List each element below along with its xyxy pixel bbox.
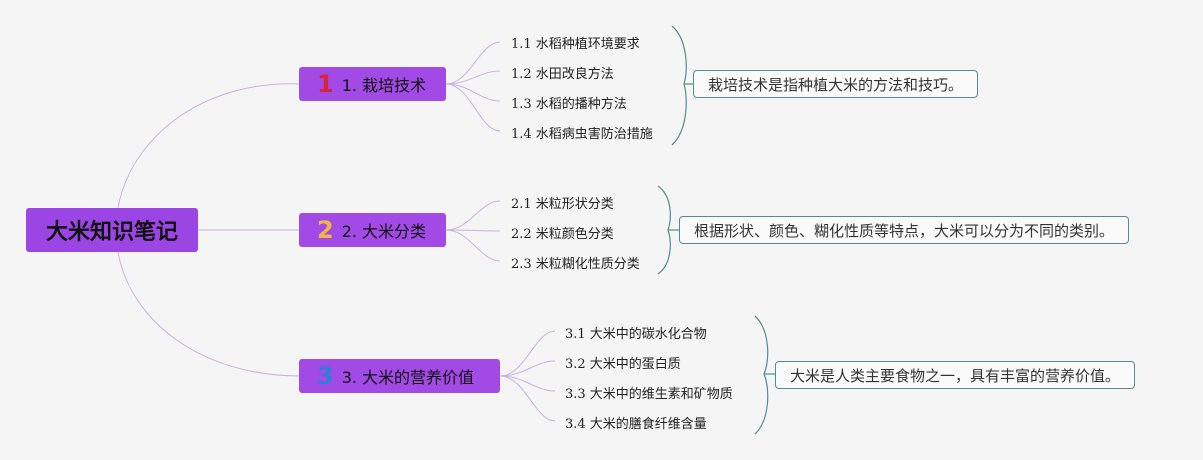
- connector-b1-leaf-3: [445, 83, 501, 102]
- branch-label: 2. 大米分类: [341, 222, 427, 241]
- leaf-3-4[interactable]: 3.4 大米的膳食纤维含量: [565, 417, 707, 432]
- number-2-icon: 2: [317, 216, 334, 244]
- connector-b2-leaf-3: [445, 229, 501, 262]
- connector-b3-leaf-1: [499, 330, 556, 377]
- branch-label: 1. 栽培技术: [341, 76, 427, 95]
- leaf-2-2[interactable]: 2.2 米粒颜色分类: [511, 227, 614, 242]
- connector-b3-leaf-2: [499, 360, 556, 377]
- connector-b1-leaf-2: [445, 70, 501, 85]
- branch-label: 3. 大米的营养价值: [341, 368, 475, 387]
- connector-b1-leaf-1: [445, 41, 501, 85]
- summary-1[interactable]: 栽培技术是指种植大米的方法和技巧。: [693, 70, 979, 98]
- root-node[interactable]: 大米知识笔记: [26, 208, 198, 252]
- connector-b1-leaf-4: [445, 83, 501, 132]
- connector-b2-leaf-1: [445, 200, 501, 231]
- connector-b2-leaf-2: [445, 229, 501, 232]
- summary-bracket-1: [671, 25, 687, 146]
- connector-b3-leaf-4: [499, 375, 556, 422]
- leaf-2-3[interactable]: 2.3 米粒糊化性质分类: [511, 257, 640, 272]
- number-3-icon: 3: [317, 362, 334, 390]
- summary-2[interactable]: 根据形状、颜色、糊化性质等特点，大米可以分为不同的类别。: [679, 216, 1130, 244]
- branch-node-2[interactable]: 2 2. 大米分类: [299, 213, 446, 247]
- leaf-1-3[interactable]: 1.3 水稻的播种方法: [511, 97, 627, 112]
- connector-root-branch-1: [117, 83, 301, 209]
- summary-bracket-3: [754, 315, 769, 435]
- branch-node-1[interactable]: 1 1. 栽培技术: [299, 67, 446, 101]
- number-1-icon: 1: [317, 70, 334, 98]
- branch-node-3[interactable]: 3 3. 大米的营养价值: [299, 359, 500, 393]
- leaf-2-1[interactable]: 2.1 米粒形状分类: [511, 197, 614, 212]
- summary-3[interactable]: 大米是人类主要食物之一，具有丰富的营养价值。: [775, 361, 1136, 389]
- leaf-3-1[interactable]: 3.1 大米中的碳水化合物: [565, 327, 707, 342]
- leaf-1-1[interactable]: 1.1 水稻种植环境要求: [511, 37, 640, 52]
- root-title: 大米知识笔记: [45, 220, 178, 245]
- leaf-1-4[interactable]: 1.4 水稻病虫害防治措施: [511, 127, 653, 142]
- leaf-3-3[interactable]: 3.3 大米中的维生素和矿物质: [565, 387, 733, 402]
- connector-root-branch-3: [117, 251, 301, 377]
- leaf-1-2[interactable]: 1.2 水田改良方法: [511, 67, 614, 82]
- leaf-3-2[interactable]: 3.2 大米中的蛋白质: [565, 357, 681, 372]
